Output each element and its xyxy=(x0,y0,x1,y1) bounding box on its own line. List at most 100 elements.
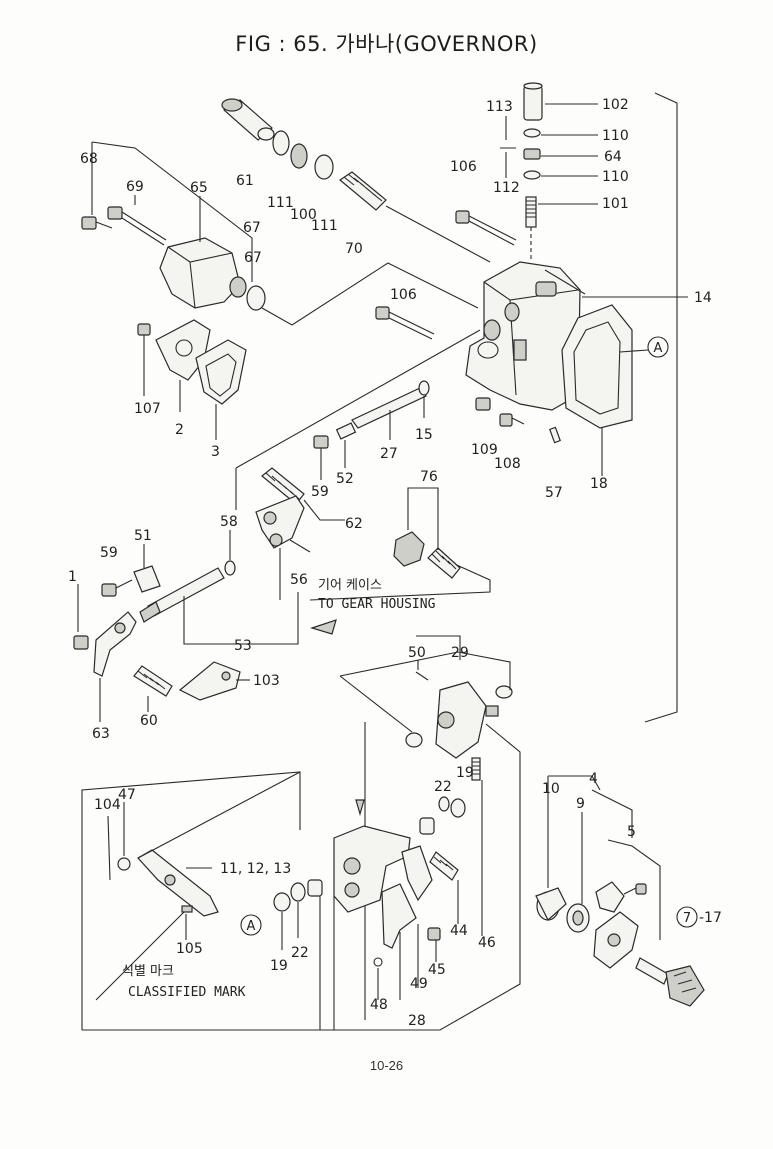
part-label-p106b: 106 xyxy=(390,287,417,303)
part-56-pin xyxy=(289,539,311,553)
part-100-collar xyxy=(290,143,308,169)
svg-text:-17: -17 xyxy=(699,910,722,926)
part-plate-49 xyxy=(381,883,417,949)
part-bushing-upper-small xyxy=(419,817,435,835)
part-label-p9: 9 xyxy=(576,796,585,812)
part-44-spring xyxy=(429,851,459,881)
part-label-p101: 101 xyxy=(602,196,629,212)
part-15-o-ring xyxy=(418,380,430,396)
part-110-washer-upper xyxy=(523,128,541,138)
part-102-cap xyxy=(523,82,543,121)
part-111-washer-a xyxy=(272,130,290,156)
part-label-p111a: 111 xyxy=(267,195,294,211)
part-105-mark-plate xyxy=(181,905,193,913)
part-27-shaft xyxy=(351,387,427,429)
part-4-holder xyxy=(593,911,639,969)
part-48-clip xyxy=(373,957,383,967)
part-19-washer-lower xyxy=(273,892,291,912)
part-label-p52: 52 xyxy=(336,471,354,487)
part-107-bolt xyxy=(137,323,151,396)
svg-text:A: A xyxy=(654,341,663,356)
part-29-plate xyxy=(435,681,499,759)
part-63-lever xyxy=(93,611,137,677)
part-5-bolt xyxy=(623,883,647,895)
part-109-nut xyxy=(475,397,491,411)
part-28-arrow xyxy=(355,799,365,817)
part-45-bolt xyxy=(427,927,441,941)
part-label-p10: 10 xyxy=(542,781,560,797)
part-59-bolt-lower xyxy=(101,579,133,597)
part-68-bolt xyxy=(81,216,113,230)
part-76-adjusting-screw xyxy=(427,547,461,579)
part-label-p3: 3 xyxy=(211,444,220,460)
part-label-p109: 109 xyxy=(471,442,498,458)
view-tag-a-left: A xyxy=(240,914,262,936)
part-label-p103: 103 xyxy=(253,673,280,689)
part-number-labels: 102 113 110 64 112 110 101 106 68 69 65 … xyxy=(68,97,712,1029)
part-50-pin xyxy=(415,671,429,681)
part-label-p110a: 110 xyxy=(602,128,629,144)
part-label-p51: 51 xyxy=(134,528,152,544)
part-7-17-shaft-assembly xyxy=(635,957,705,1007)
part-washer-29b xyxy=(405,732,423,748)
part-label-p45: 45 xyxy=(428,962,446,978)
part-28-bracket xyxy=(333,825,411,913)
part-70-spring xyxy=(338,171,491,263)
part-101-stud xyxy=(525,196,537,262)
part-110-washer-lower xyxy=(523,170,541,180)
part-label-p61: 61 xyxy=(236,173,254,189)
part-22-bushing-lower xyxy=(290,882,306,902)
part-label-p107: 107 xyxy=(134,401,161,417)
svg-text:A: A xyxy=(247,919,256,934)
part-washer-29a xyxy=(495,685,513,699)
part-3-gasket xyxy=(195,339,247,405)
part-64-nut xyxy=(523,148,541,160)
part-label-p69: 69 xyxy=(126,179,144,195)
part-103-bracket xyxy=(178,661,241,701)
part-label-p57: 57 xyxy=(545,485,563,501)
part-label-p108: 108 xyxy=(494,456,521,472)
part-label-p106a: 106 xyxy=(450,159,477,175)
note-gear-housing-en: TO GEAR HOUSING xyxy=(318,597,436,612)
part-label-p49: 49 xyxy=(410,976,428,992)
part-67-o-ring xyxy=(246,285,266,311)
part-label-p111b: 111 xyxy=(311,218,338,234)
part-51-plate xyxy=(133,565,161,593)
part-59-bolt-upper xyxy=(313,435,329,480)
part-lever-arm xyxy=(255,495,305,549)
part-label-p18: 18 xyxy=(590,476,608,492)
part-106-bolt-lower xyxy=(375,306,435,340)
part-label-p53: 53 xyxy=(234,638,252,654)
part-label-p65: 65 xyxy=(190,180,208,196)
part-label-p59b: 59 xyxy=(100,545,118,561)
part-label-p63: 63 xyxy=(92,726,110,742)
part-label-p76: 76 xyxy=(420,469,438,485)
part-label-p60: 60 xyxy=(140,713,158,729)
part-label-p64: 64 xyxy=(604,149,622,165)
part-label-p1: 1 xyxy=(68,569,77,585)
part-106-bolt-upper xyxy=(455,210,517,246)
part-label-p28: 28 xyxy=(408,1013,426,1029)
part-22-bushing-upper xyxy=(450,798,466,818)
part-5-weight xyxy=(595,881,625,913)
part-label-p56: 56 xyxy=(290,572,308,588)
part-label-p67b: 67 xyxy=(243,220,261,236)
part-lever-11-12-13 xyxy=(137,849,219,917)
part-108-bolt xyxy=(499,413,525,427)
part-label-p59a: 59 xyxy=(311,484,329,500)
view-tag-seven: 7 -17 xyxy=(676,906,722,928)
part-1-nut xyxy=(73,635,89,650)
part-label-p70: 70 xyxy=(345,241,363,257)
part-14-governor-housing xyxy=(465,261,581,411)
part-plate-44 xyxy=(401,845,433,902)
part-62-spring xyxy=(261,467,345,521)
part-label-p50: 50 xyxy=(408,645,426,661)
part-10-collar xyxy=(535,887,567,921)
part-57-pin xyxy=(549,426,561,444)
svg-text:7: 7 xyxy=(683,911,691,926)
part-61-sleeve xyxy=(221,98,275,141)
part-111-washer-b xyxy=(314,154,334,180)
view-tag-a-right: A xyxy=(619,336,669,358)
